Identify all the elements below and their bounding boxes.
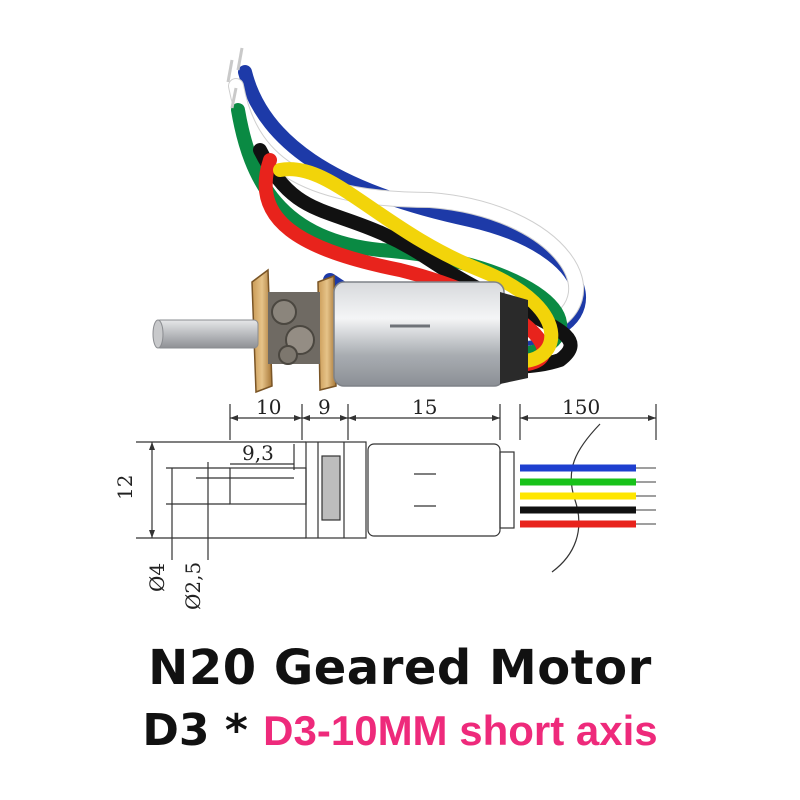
motor-can [333,281,528,387]
dim-shaft-length: 10 [256,395,281,419]
dim-motor-length: 15 [412,395,437,419]
motor-photo [152,47,586,394]
dim-shaft-diameter: Ø4 [145,563,169,592]
drawing-motor-body [367,443,501,537]
dim-height: 12 [113,475,137,500]
product-title: N20 Geared Motor [148,640,652,696]
dim-cable-length: 150 [562,395,600,419]
subtitle-highlight: D3-10MM short axis [263,707,658,754]
dimension-arrows [149,415,656,538]
gearbox [251,268,337,394]
product-subtitle: D3 * D3-10MM short axis [0,705,800,756]
drawing-wires [520,464,656,528]
output-shaft [152,319,259,349]
dim-flat-diameter: Ø2,5 [181,562,205,610]
subtitle-prefix: D3 * [142,705,264,756]
dim-flat-length: 9,3 [242,441,274,465]
wire-pins [226,47,244,109]
drawing-gearbox [305,441,367,539]
technical-drawing [136,404,657,573]
drawing-shaft [229,467,307,505]
dim-gearbox-length: 9 [318,395,331,419]
